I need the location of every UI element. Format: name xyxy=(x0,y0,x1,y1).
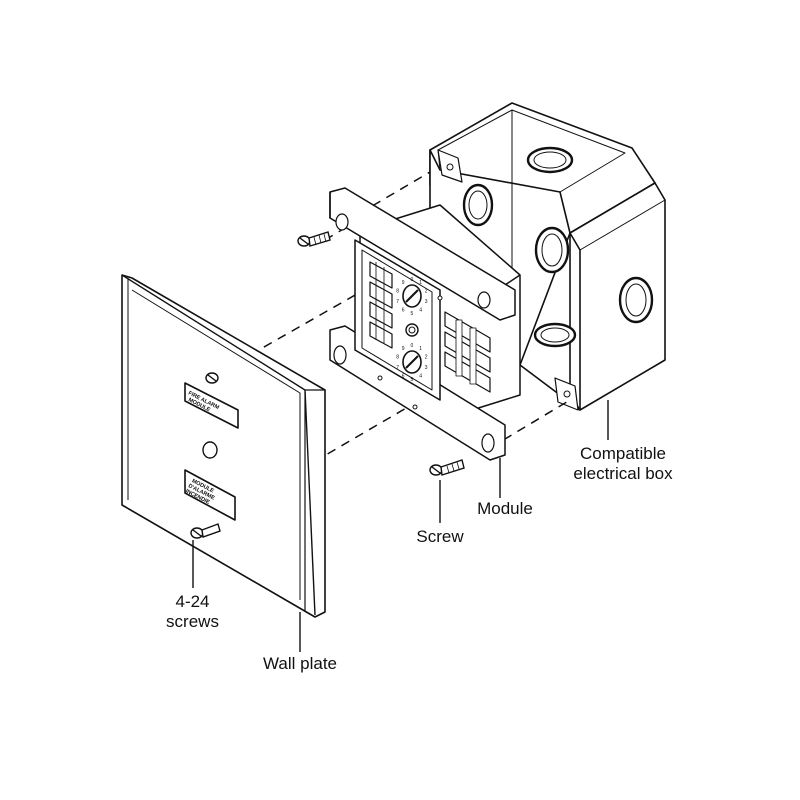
dial-number: 3 xyxy=(425,299,428,305)
callout-plate-screws-line2: screws xyxy=(166,612,219,631)
callout-module: Module xyxy=(465,499,545,519)
leader-lines xyxy=(192,400,609,652)
callout-wall-plate-text: Wall plate xyxy=(262,654,337,673)
dial-number: 9 xyxy=(402,346,405,352)
dial-number: 3 xyxy=(425,365,428,371)
dial-number: 8 xyxy=(396,355,399,361)
dial-number: 1 xyxy=(419,346,422,352)
dial-number: 6 xyxy=(402,374,405,380)
callout-electrical-box-line1: Compatible xyxy=(580,444,666,463)
callout-plate-screws: 4-24 screws xyxy=(150,592,235,632)
callout-module-text: Module xyxy=(477,499,533,518)
right-terminal-block xyxy=(444,311,491,393)
dial-number: 4 xyxy=(419,308,422,314)
dial-number: 6 xyxy=(402,308,405,314)
callout-wall-plate: Wall plate xyxy=(250,654,350,674)
callout-screw-text: Screw xyxy=(416,527,464,546)
knockout-front xyxy=(618,276,654,324)
dial-number: 5 xyxy=(411,311,414,317)
dial-number: 7 xyxy=(396,365,399,371)
wall-plate-screw-bottom xyxy=(190,523,221,539)
dial-number: 9 xyxy=(402,280,405,286)
callout-plate-screws-line1: 4-24 xyxy=(175,592,210,611)
dial-number: 5 xyxy=(411,377,414,383)
callout-electrical-box: Compatible electrical box xyxy=(548,444,698,484)
wall-plate-screw-top xyxy=(205,372,219,384)
dial-number: 8 xyxy=(396,289,399,295)
dial-number: 2 xyxy=(425,289,428,295)
wall-plate: FIRE ALARM MODULE MODULE D'ALARME INCEND… xyxy=(121,274,326,618)
module-screw-bottom xyxy=(429,459,465,476)
dial-number: 0 xyxy=(411,343,414,349)
knockout-bottom xyxy=(533,322,577,348)
module-screw-top xyxy=(297,231,331,247)
wall-plate-led-hole xyxy=(202,441,218,459)
dial-number: 1 xyxy=(419,280,422,286)
callout-electrical-box-line2: electrical box xyxy=(573,464,673,483)
dial-number: 4 xyxy=(419,374,422,380)
left-terminal-block xyxy=(369,261,393,349)
dial-number: 2 xyxy=(425,355,428,361)
knockout-side-left xyxy=(462,183,494,227)
knockout-side-right xyxy=(534,226,570,274)
electrical-box xyxy=(429,102,666,411)
dial-number: 0 xyxy=(411,277,414,283)
callout-screw: Screw xyxy=(400,527,480,547)
dial-number: 7 xyxy=(396,299,399,305)
wall-plate-label-top: FIRE ALARM MODULE xyxy=(184,382,239,429)
